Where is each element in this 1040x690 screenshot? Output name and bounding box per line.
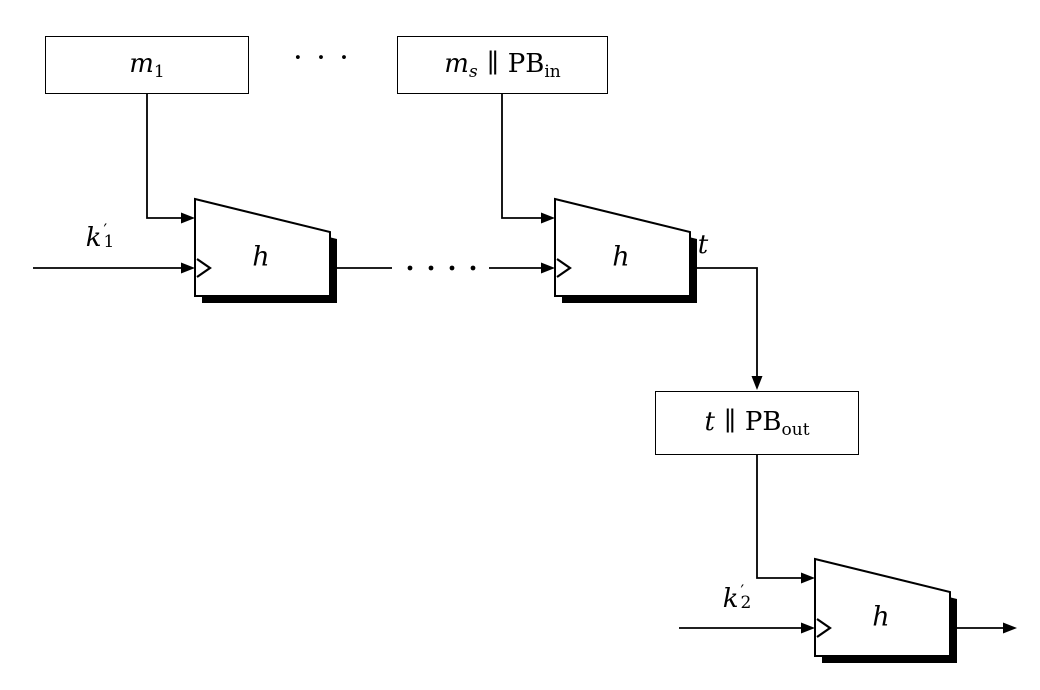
label-m1: m1: [129, 49, 164, 82]
h1-chevron-icon: [196, 258, 212, 278]
h3-chevron-icon: [816, 618, 832, 638]
arrowhead-m1-icon: [181, 212, 195, 224]
label-h1: h: [252, 241, 270, 273]
wire-h2-to-tbox: [690, 267, 758, 377]
k2-sub: 2: [740, 593, 752, 613]
arrowhead-chain-icon: [541, 262, 555, 274]
arrowhead-tbox-icon: [751, 376, 763, 390]
label-ms-pbin: ms ∥ PBin: [444, 49, 560, 82]
label-h3: h: [872, 601, 890, 633]
wire-m1-to-h1: [146, 94, 181, 219]
ellipsis-dot: [470, 265, 476, 271]
arrowhead-k2-icon: [801, 622, 815, 634]
label-k2: k′2: [722, 581, 752, 615]
m1-sub: 1: [153, 61, 165, 82]
h1-block: [194, 197, 331, 297]
arrowhead-tbox-out-icon: [801, 572, 815, 584]
k1-prime: ′: [103, 220, 108, 239]
ms-pb-sub: in: [544, 61, 561, 82]
label-t: t: [697, 230, 709, 260]
arrowhead-output-icon: [1003, 622, 1017, 634]
label-h2: h: [612, 241, 630, 273]
ms-var: m: [444, 48, 469, 79]
box-t-pbout: t ∥ PBout: [655, 391, 859, 455]
t-pb-sub: out: [781, 419, 810, 440]
wire-ms-to-h2: [501, 94, 541, 219]
ellipsis-dot: [428, 265, 434, 271]
h2-chevron-icon: [556, 258, 572, 278]
h3-block: [814, 557, 951, 657]
t-pb: PB: [744, 406, 782, 437]
label-ellipsis-top: · · ·: [293, 40, 351, 76]
h2-block: [554, 197, 691, 297]
box-m1: m1: [45, 36, 249, 94]
ms-pb: PB: [507, 48, 545, 79]
k2-prime: ′: [740, 581, 745, 600]
ellipsis-dot: [449, 265, 455, 271]
arrowhead-k1-icon: [181, 262, 195, 274]
ms-sub: s: [468, 61, 478, 82]
wire-tbox-to-h3: [756, 453, 801, 579]
t-var: t: [704, 406, 715, 437]
label-k1: k′1: [85, 220, 115, 254]
k2-var: k: [722, 584, 739, 614]
concat-symbol: ∥: [723, 406, 736, 437]
m1-var: m: [129, 48, 154, 79]
label-t-pbout: t ∥ PBout: [704, 407, 809, 440]
concat-symbol: ∥: [486, 48, 499, 79]
ellipsis-dot: [407, 265, 413, 271]
k1-sub: 1: [103, 232, 115, 252]
arrowhead-ms-icon: [541, 212, 555, 224]
k1-var: k: [85, 223, 102, 253]
box-ms-pbin: ms ∥ PBin: [397, 36, 608, 94]
